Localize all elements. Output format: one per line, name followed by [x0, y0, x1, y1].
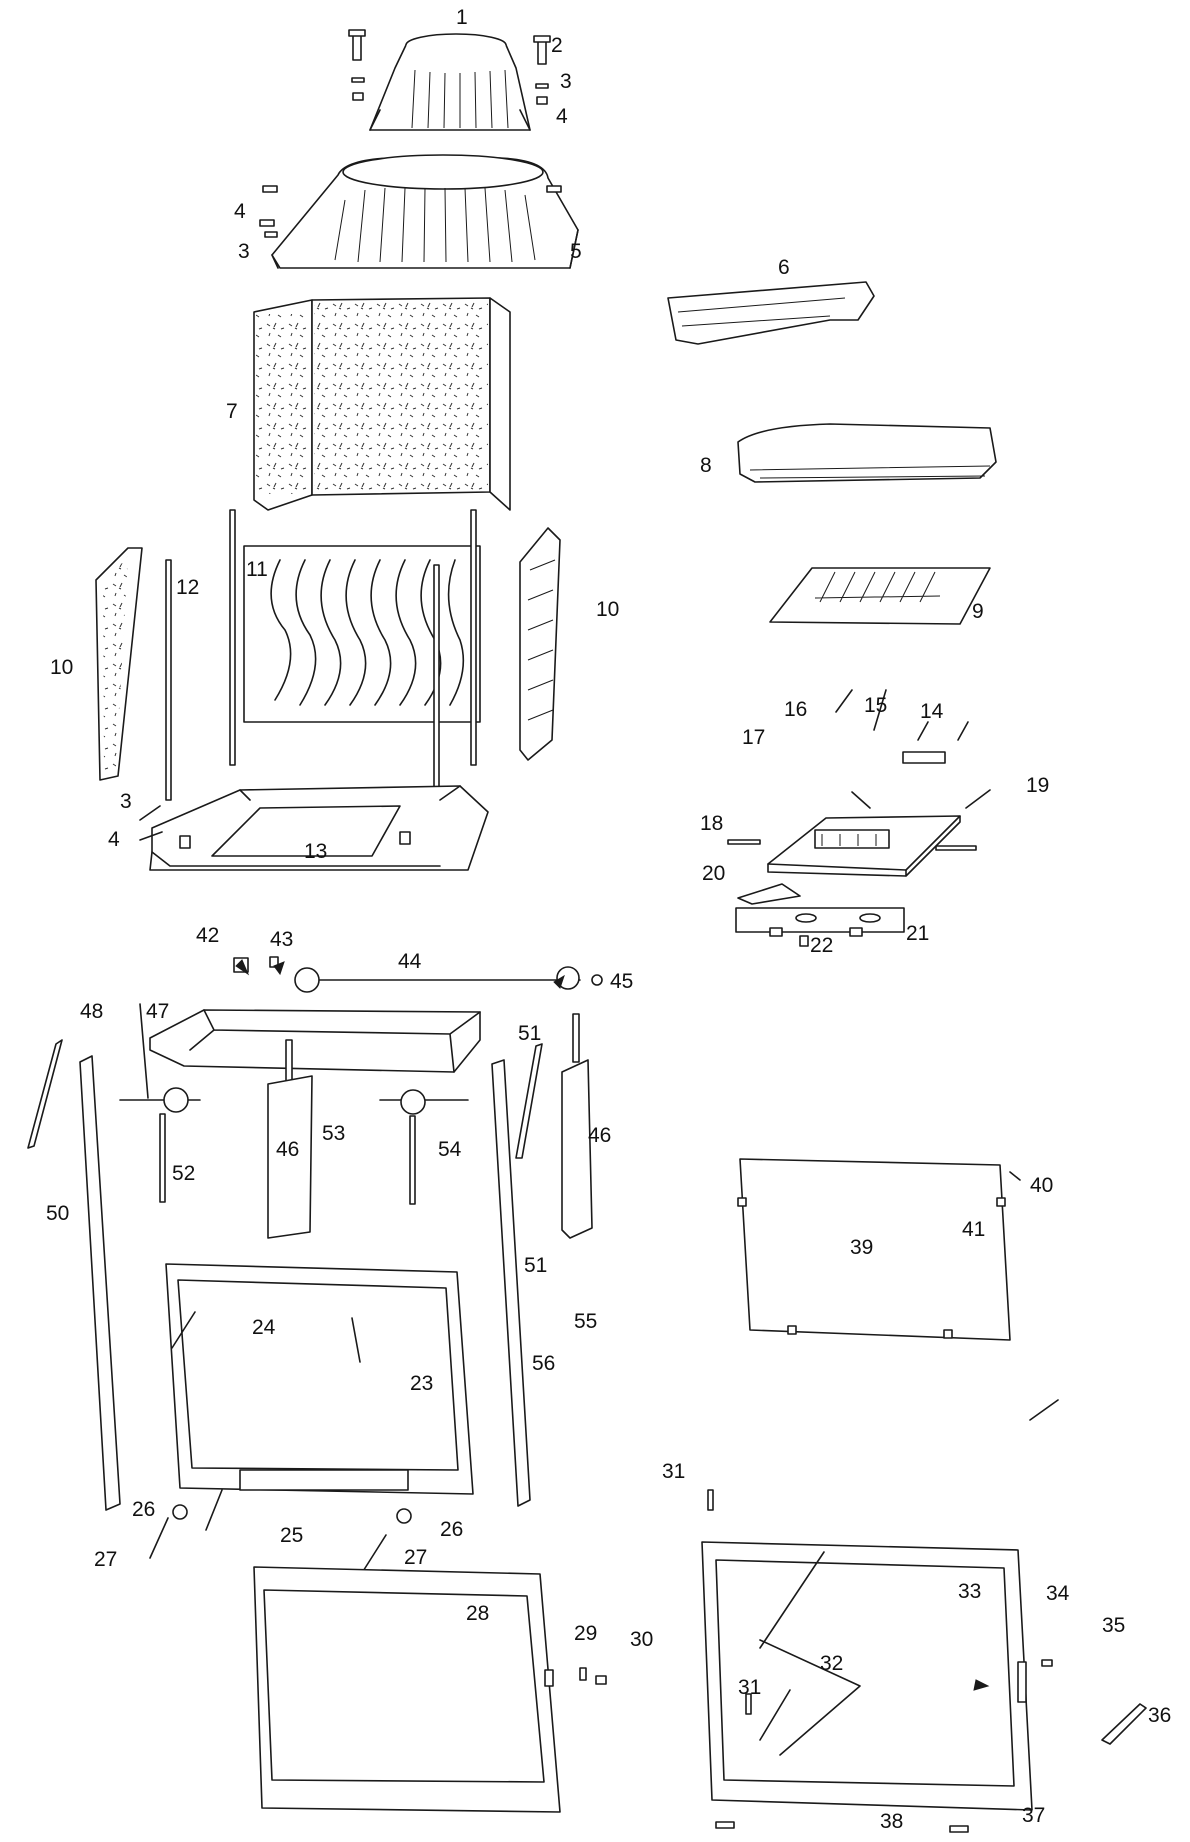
label-52: 52 [172, 1162, 195, 1185]
label-26: 26 [132, 1498, 155, 1521]
label-6: 6 [778, 256, 790, 279]
label-4: 4 [234, 200, 246, 223]
label-27: 27 [404, 1546, 427, 1569]
label-26: 26 [440, 1518, 463, 1541]
label-46: 46 [276, 1138, 299, 1161]
firebox-back-panel [253, 297, 511, 511]
label-46: 46 [588, 1124, 611, 1147]
label-37: 37 [1022, 1804, 1045, 1827]
label-30: 30 [630, 1628, 653, 1651]
label-15: 15 [864, 694, 887, 717]
label-14: 14 [920, 700, 944, 723]
label-55: 55 [574, 1310, 597, 1333]
log-part [737, 423, 997, 483]
grate-part [769, 567, 991, 625]
label-22: 22 [810, 934, 833, 957]
label-31: 31 [738, 1676, 761, 1699]
label-21: 21 [906, 922, 929, 945]
label-54: 54 [438, 1138, 462, 1161]
side-panel-left [95, 547, 143, 781]
label-47: 47 [146, 1000, 169, 1023]
label-10: 10 [50, 656, 73, 679]
door-part [253, 1566, 607, 1813]
hood-part [259, 154, 579, 269]
label-23: 23 [410, 1372, 433, 1395]
label-41: 41 [962, 1218, 985, 1241]
label-16: 16 [784, 698, 807, 721]
label-25: 25 [280, 1524, 303, 1547]
door-frame-front [165, 1263, 474, 1495]
label-31: 31 [662, 1460, 685, 1483]
glass-panel [737, 1158, 1011, 1341]
label-38: 38 [880, 1810, 903, 1833]
label-36: 36 [1148, 1704, 1171, 1727]
bolt-hardware [348, 29, 551, 105]
label-53: 53 [322, 1122, 345, 1145]
label-43: 43 [270, 928, 293, 951]
side-rail-right [491, 1043, 543, 1507]
label-39: 39 [850, 1236, 873, 1259]
label-28: 28 [466, 1602, 489, 1625]
label-3: 3 [560, 70, 572, 93]
flame-panel [243, 545, 481, 723]
label-1: 1 [456, 6, 468, 29]
label-7: 7 [226, 400, 238, 423]
label-50: 50 [46, 1202, 69, 1225]
door-assembly-right [701, 1489, 1147, 1833]
label-27: 27 [94, 1548, 117, 1571]
label-56: 56 [532, 1352, 555, 1375]
label-35: 35 [1102, 1614, 1125, 1637]
label-40: 40 [1030, 1174, 1053, 1197]
label-51: 51 [518, 1022, 541, 1045]
label-34: 34 [1046, 1582, 1070, 1605]
label-17: 17 [742, 726, 765, 749]
firebox-base [149, 785, 489, 871]
baffle-part [667, 281, 875, 345]
control-tray [727, 721, 977, 947]
label-4: 4 [108, 828, 120, 851]
flue-collar-part [369, 33, 531, 131]
label-11: 11 [246, 558, 268, 581]
side-duct-left [267, 1075, 313, 1239]
label-44: 44 [398, 950, 422, 973]
label-48: 48 [80, 1000, 103, 1023]
side-panel-right [519, 527, 561, 761]
label-8: 8 [700, 454, 712, 477]
label-5: 5 [570, 240, 582, 263]
side-duct-right [561, 1013, 593, 1239]
side-rail-left [27, 1039, 121, 1511]
label-24: 24 [252, 1316, 276, 1339]
label-13: 13 [304, 840, 327, 863]
part-labels: 1 2 3 4 4 3 5 6 7 8 9 10 10 11 12 3 4 13… [46, 6, 1171, 1833]
label-3: 3 [120, 790, 132, 813]
sprocket-assembly [119, 1087, 469, 1205]
blower-shaft [233, 956, 603, 993]
label-12: 12 [176, 576, 199, 599]
top-frame [149, 1009, 481, 1091]
label-20: 20 [702, 862, 725, 885]
label-4: 4 [556, 105, 568, 128]
label-9: 9 [972, 600, 984, 623]
label-32: 32 [820, 1652, 843, 1675]
leader-lines [139, 689, 1059, 1756]
label-10: 10 [596, 598, 619, 621]
label-45: 45 [610, 970, 633, 993]
label-42: 42 [196, 924, 219, 947]
label-19: 19 [1026, 774, 1049, 797]
label-29: 29 [574, 1622, 597, 1645]
label-51: 51 [524, 1254, 547, 1277]
label-2: 2 [551, 34, 563, 57]
label-33: 33 [958, 1580, 981, 1603]
label-3: 3 [238, 240, 250, 263]
label-18: 18 [700, 812, 723, 835]
